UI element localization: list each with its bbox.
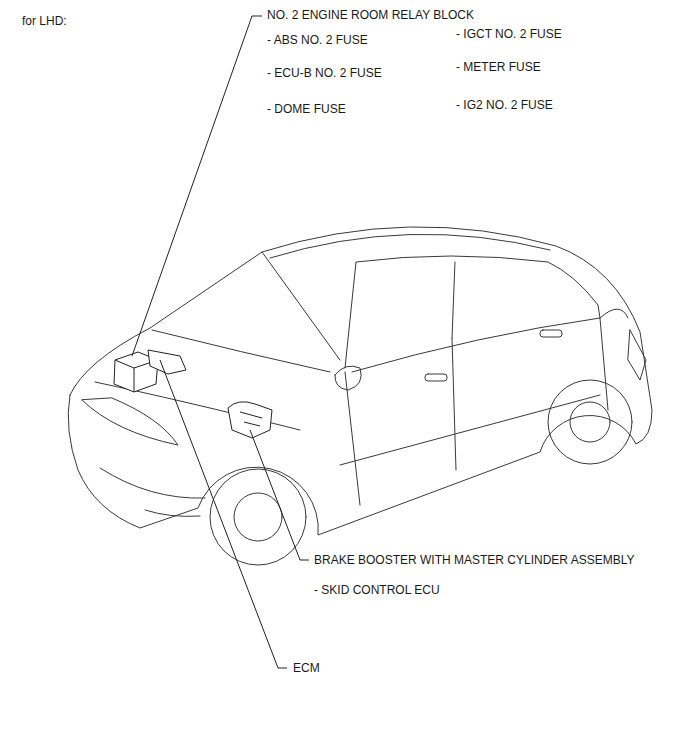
part-label: NO. 2 ENGINE ROOM RELAY BLOCK <box>266 8 475 22</box>
part-label: - SKID CONTROL ECU <box>313 583 441 597</box>
part-label: BRAKE BOOSTER WITH MASTER CYLINDER ASSEM… <box>313 553 636 567</box>
part-label: ECM <box>292 661 321 675</box>
part-label: - IG2 NO. 2 FUSE <box>455 98 554 112</box>
brake-booster <box>228 402 272 438</box>
part-label: - IGCT NO. 2 FUSE <box>455 27 563 41</box>
part-label: - ECU-B NO. 2 FUSE <box>266 66 383 80</box>
part-label: - METER FUSE <box>455 60 542 74</box>
part-label: - ABS NO. 2 FUSE <box>266 33 369 47</box>
leader-line <box>250 430 309 560</box>
page-title: for LHD: <box>21 14 68 28</box>
leader-line <box>160 360 287 668</box>
part-label: - DOME FUSE <box>266 102 347 116</box>
ecm <box>148 350 186 374</box>
leader-line <box>132 16 262 356</box>
